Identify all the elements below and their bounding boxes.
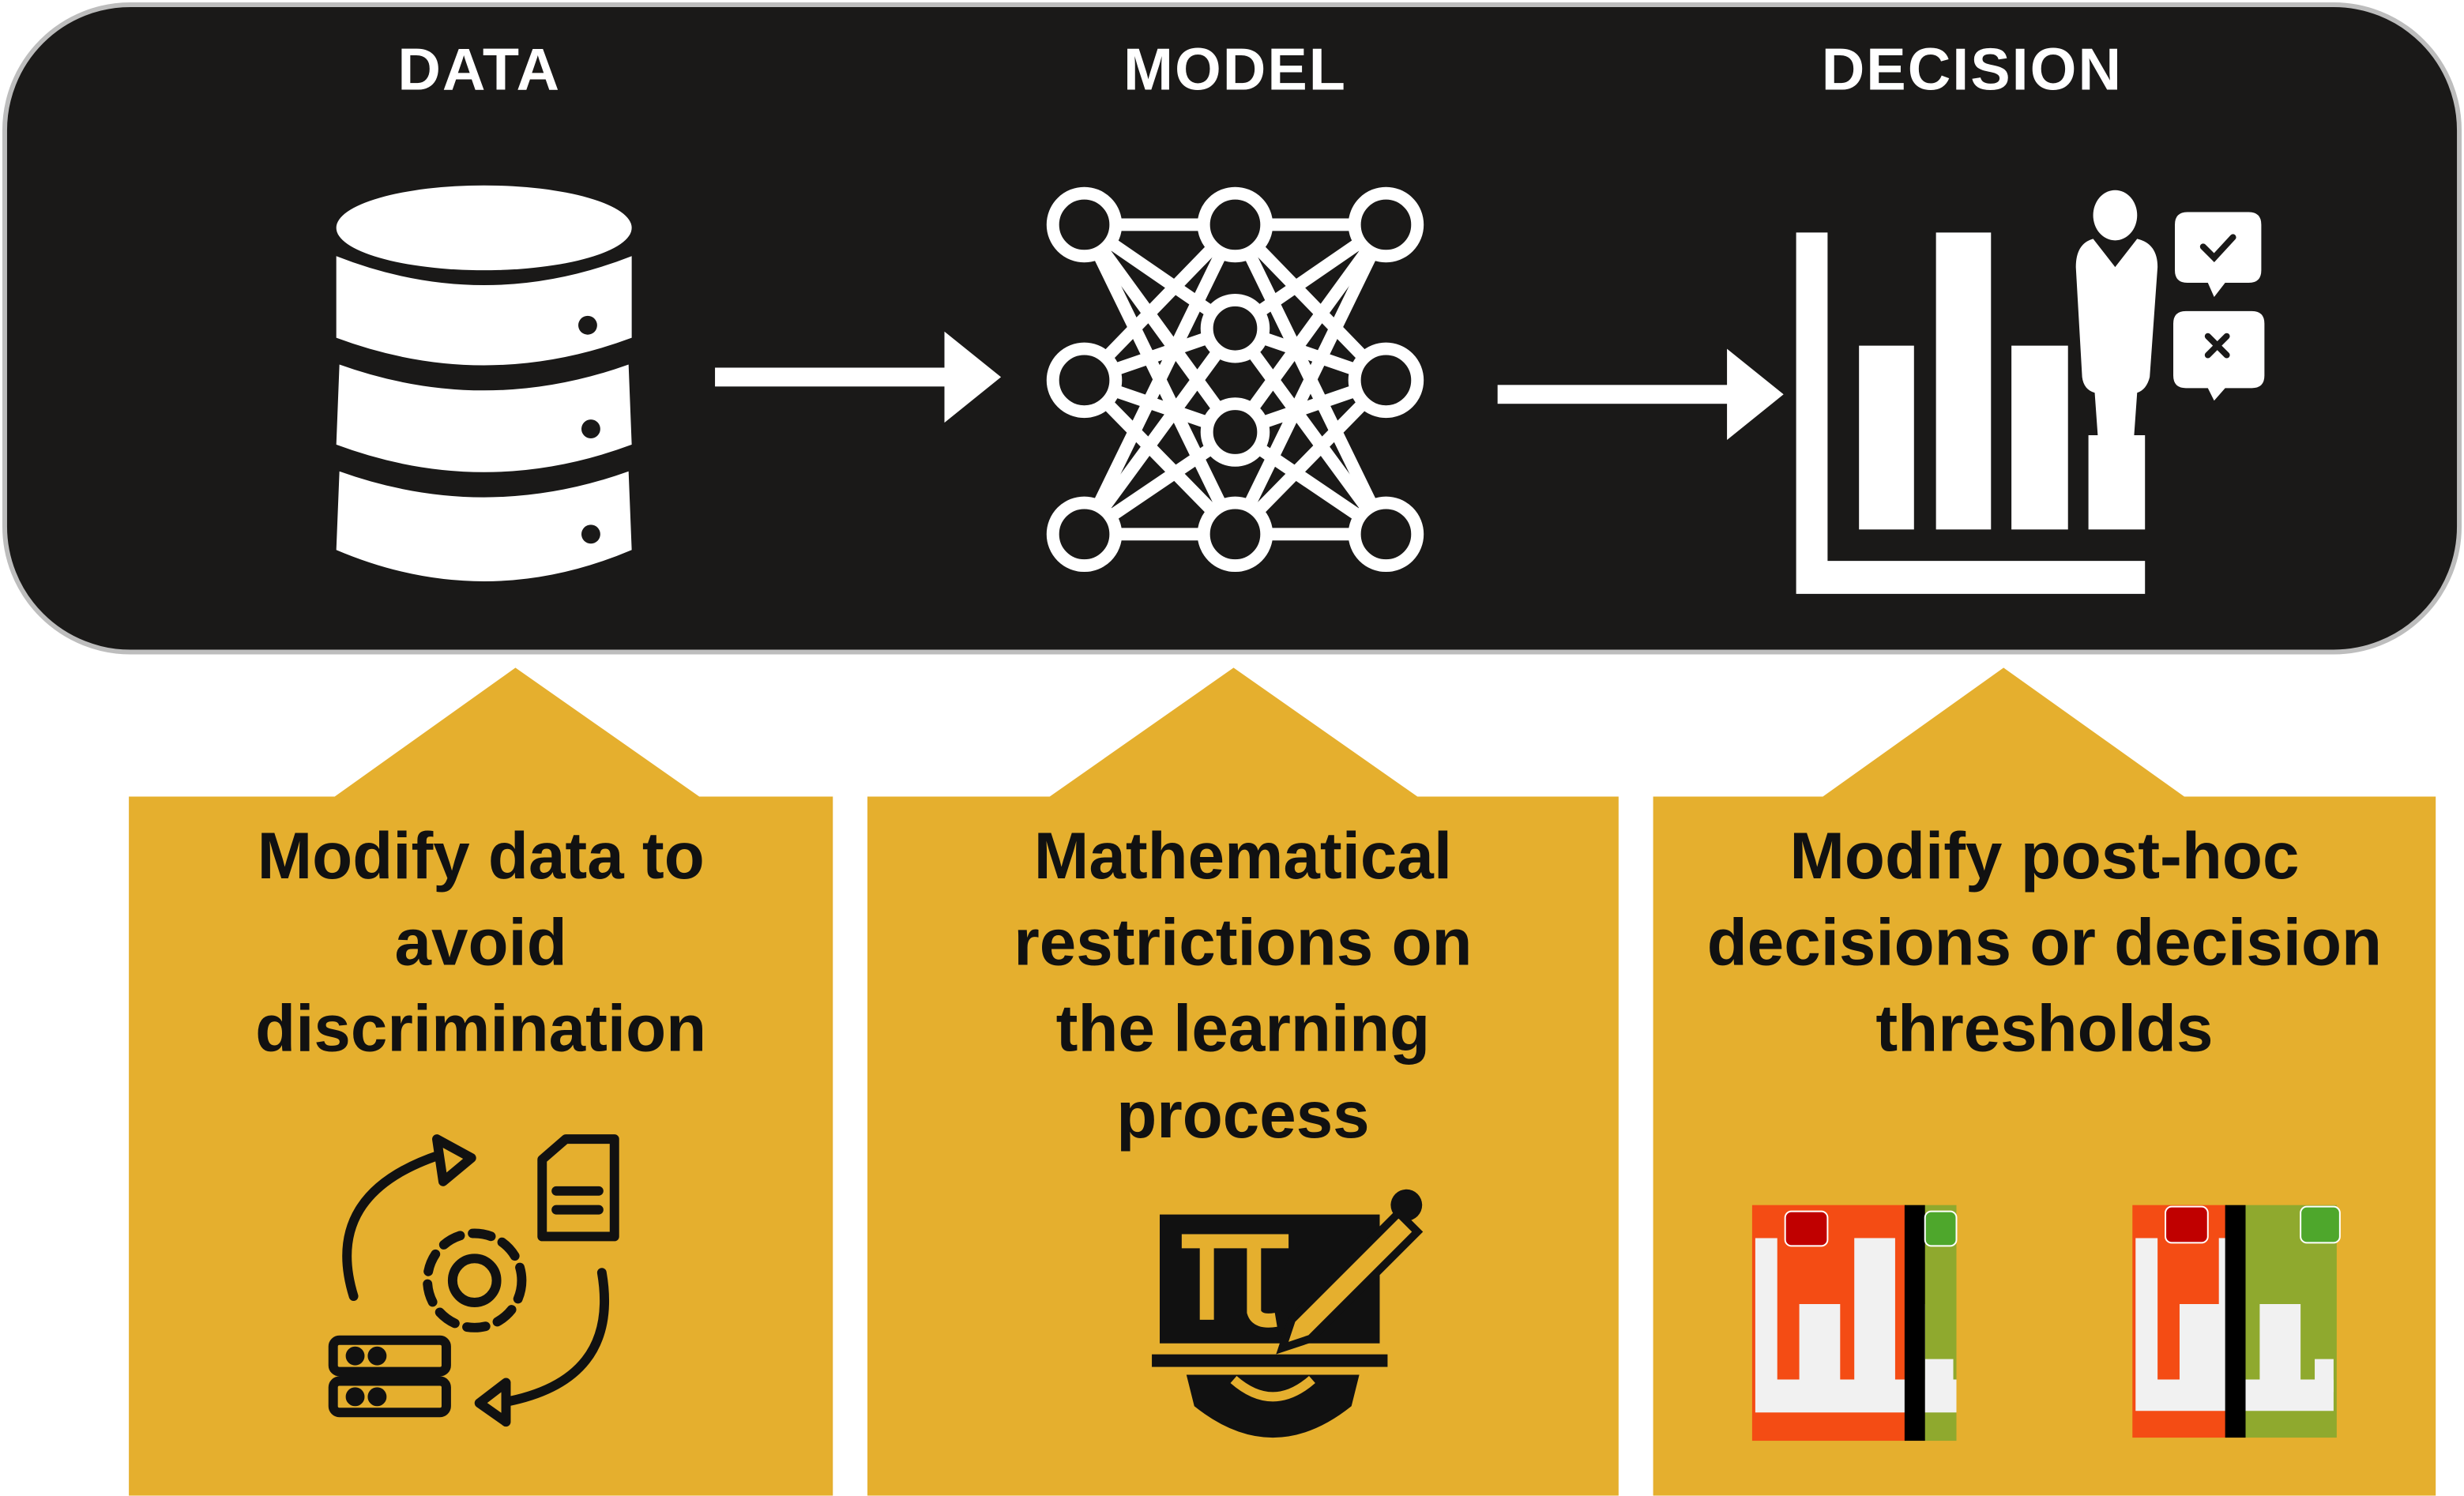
check-bubble-icon — [2174, 212, 2262, 297]
approach-text-decision: Modify post-hoc decisions or decision th… — [1706, 818, 2383, 1066]
approach-panel-model — [867, 667, 1619, 1496]
stage-heading-decision: DECISION — [1821, 37, 2124, 104]
approach-text-data: Modify data to avoid discrimination — [255, 818, 707, 1066]
stage-heading-data: DATA — [397, 37, 562, 104]
threshold-chart-icon — [1751, 1205, 1958, 1441]
x-bubble-icon — [2173, 310, 2265, 401]
person-icon — [2075, 190, 2158, 487]
reject-bubble-icon — [1784, 1210, 1829, 1247]
neural-network-icon — [1046, 186, 1424, 573]
math-pi-pencil-icon — [1152, 1189, 1424, 1438]
database-icon — [336, 185, 632, 581]
accept-bubble-icon — [1924, 1210, 1958, 1247]
stage-heading-model: MODEL — [1123, 37, 1347, 104]
accept-bubble-icon — [2300, 1205, 2341, 1244]
reject-bubble-icon — [2165, 1205, 2209, 1244]
approach-panel-data — [129, 667, 833, 1496]
arrow-right-icon — [1497, 348, 1784, 440]
approach-text-model: Mathematical restrictions on the learnin… — [1014, 818, 1473, 1152]
arrow-right-icon — [715, 331, 1002, 423]
threshold-chart-icon — [2132, 1205, 2341, 1438]
data-processing-icon — [328, 1134, 619, 1427]
decision-chart-icon — [1796, 190, 2265, 594]
